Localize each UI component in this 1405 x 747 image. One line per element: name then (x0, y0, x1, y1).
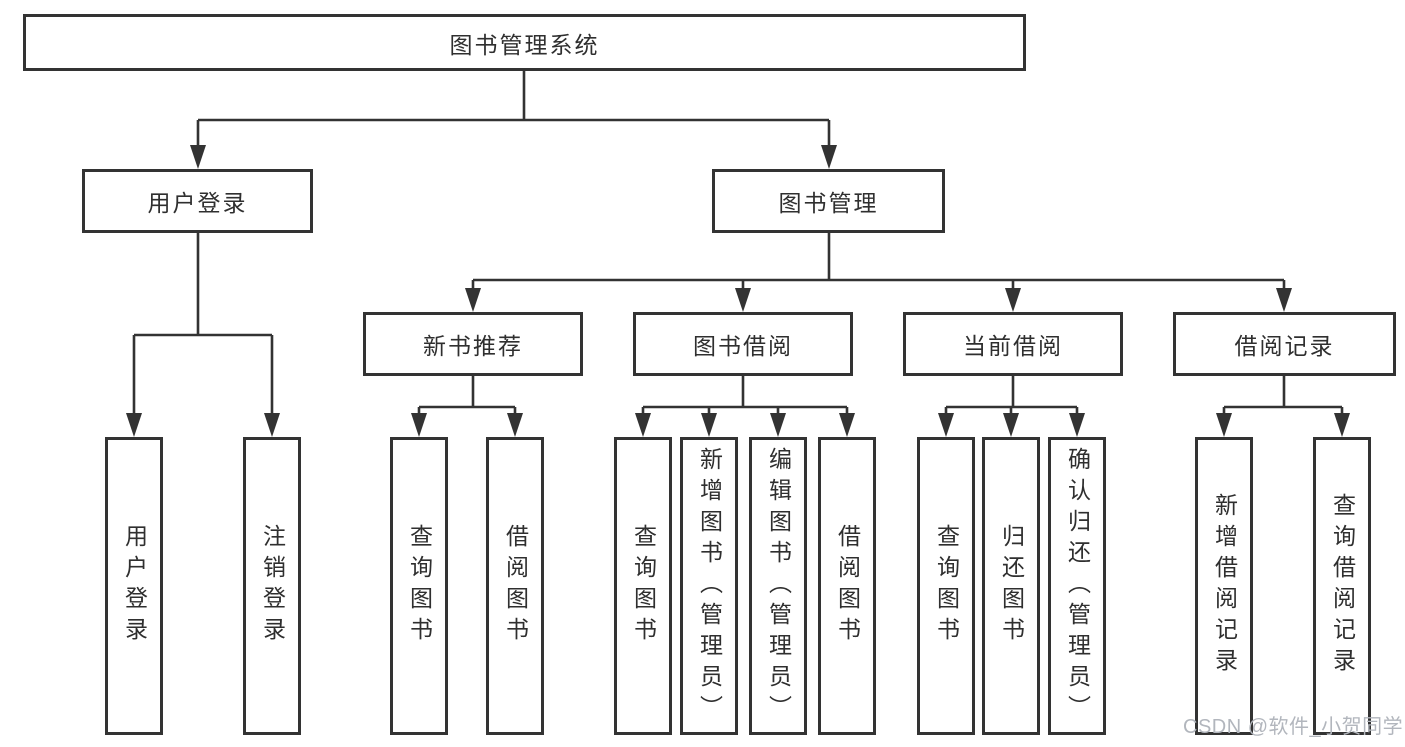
connector-new-book-recommend-branch (411, 376, 523, 437)
node-label: 当前借阅 (963, 333, 1063, 359)
node-book-borrowing: 图书借阅 (633, 312, 853, 376)
connector-book-borrowing-branch (635, 376, 855, 437)
node-root-library-system: 图书管理系统 (23, 14, 1026, 71)
node-label: 确认归还（管理员） (1064, 446, 1091, 726)
connector-user-login-branch (126, 233, 280, 437)
node-label: 用户登录 (121, 524, 148, 648)
node-current-borrowing: 当前借阅 (903, 312, 1123, 376)
node-label: 新增图书（管理员） (696, 446, 723, 726)
connector-book-management-branch (465, 233, 1292, 312)
node-label: 查询图书 (406, 524, 433, 648)
node-new-book-recommend: 新书推荐 (363, 312, 583, 376)
connector-borrowing-records-branch (1216, 376, 1350, 437)
leaf-query-books-recommend: 查询图书 (390, 437, 448, 735)
leaf-query-borrow-record: 查询借阅记录 (1313, 437, 1371, 735)
leaf-add-book-admin: 新增图书（管理员） (680, 437, 738, 735)
node-borrowing-records: 借阅记录 (1173, 312, 1396, 376)
node-label: 归还图书 (998, 524, 1025, 648)
leaf-edit-book-admin: 编辑图书（管理员） (749, 437, 807, 735)
node-book-management: 图书管理 (712, 169, 945, 233)
leaf-query-books-borrowing: 查询图书 (614, 437, 672, 735)
connector-root-to-level2 (190, 71, 837, 169)
node-label: 用户登录 (147, 190, 248, 216)
leaf-confirm-return-admin: 确认归还（管理员） (1048, 437, 1106, 735)
node-label: 借阅记录 (1234, 333, 1335, 359)
node-label: 图书借阅 (693, 333, 793, 359)
node-label: 查询图书 (933, 524, 960, 648)
node-label: 借阅图书 (834, 524, 861, 648)
node-label: 新增借阅记录 (1211, 493, 1238, 679)
connector-current-borrowing-branch (938, 376, 1085, 437)
node-label: 编辑图书（管理员） (765, 446, 792, 726)
node-label: 图书管理 (778, 190, 879, 216)
node-label: 查询图书 (630, 524, 657, 648)
csdn-watermark: CSDN @软件_小贺同学 (1183, 716, 1404, 738)
node-user-login: 用户登录 (82, 169, 313, 233)
leaf-logout-login: 注销登录 (243, 437, 301, 735)
node-label: 新书推荐 (423, 333, 523, 359)
leaf-add-borrow-record: 新增借阅记录 (1195, 437, 1253, 735)
leaf-return-books: 归还图书 (982, 437, 1040, 735)
node-label: 图书管理系统 (449, 31, 600, 58)
leaf-borrow-books-borrowing: 借阅图书 (818, 437, 876, 735)
node-label: 查询借阅记录 (1329, 493, 1356, 679)
node-label: 借阅图书 (502, 524, 529, 648)
leaf-user-login: 用户登录 (105, 437, 163, 735)
leaf-borrow-books-recommend: 借阅图书 (486, 437, 544, 735)
node-label: 注销登录 (259, 524, 286, 648)
leaf-query-books-current: 查询图书 (917, 437, 975, 735)
